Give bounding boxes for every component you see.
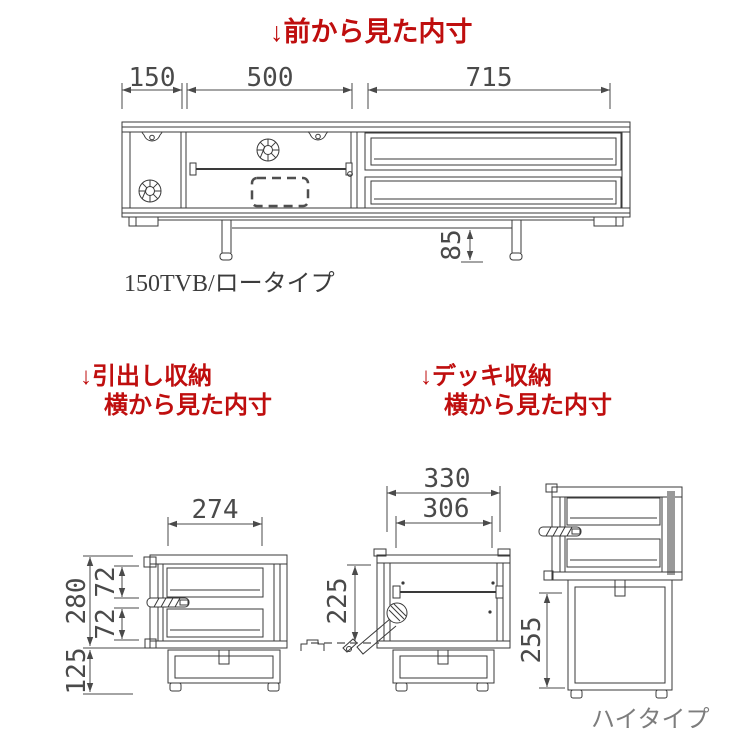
dim-150: 150 <box>129 63 176 93</box>
drawer-box-bottom <box>566 538 661 568</box>
deck-rod <box>392 581 504 614</box>
dim-225: 225 <box>323 578 353 625</box>
vent-fan-icon <box>138 179 162 203</box>
drawer-leg-base <box>167 649 281 692</box>
drawer-view-heading-line2: 横から見た内寸 <box>104 392 272 420</box>
drawer-box-top <box>566 497 661 526</box>
drawer-cabinet <box>143 554 325 651</box>
dim-125: 125 <box>62 648 92 695</box>
front-view-legs: 85 <box>128 216 624 263</box>
high-cabinet <box>538 483 683 581</box>
cable-clip-icon <box>307 131 329 141</box>
deck-side-view-drawing: 330 306 225 <box>311 464 511 692</box>
cord-hole-outline <box>250 176 310 208</box>
high-leg-base <box>567 579 673 699</box>
dim-500: 500 <box>247 63 294 93</box>
cable-clip-icon <box>141 132 163 142</box>
front-view-cabinet <box>121 121 631 218</box>
wall-bracket <box>300 639 325 651</box>
drawer-box-bottom <box>166 608 264 638</box>
open-shelf-bottom <box>364 176 622 209</box>
dim-72-lower: 72 <box>91 608 121 639</box>
deck-view-heading-line1: ↓デッキ収納 <box>420 363 552 390</box>
dim-255: 255 <box>517 617 547 664</box>
high-type-caption: ハイタイプ <box>591 707 710 733</box>
drawer-view-heading-line1: ↓引出し収納 <box>80 363 212 390</box>
high-dimensions: 255 <box>517 592 565 689</box>
back-panel-section <box>667 491 675 575</box>
open-shelf-top <box>364 132 622 171</box>
drawer-side-view-drawing: 274 280 125 72 72 <box>62 495 325 695</box>
dim-280: 280 <box>62 578 92 625</box>
dim-274: 274 <box>192 495 239 525</box>
dim-715: 715 <box>466 63 513 93</box>
drawer-box-top <box>166 567 264 598</box>
deck-cabinet <box>311 548 511 655</box>
deck-leg-base <box>392 649 495 692</box>
hanging-rod <box>189 162 353 177</box>
handle-icon <box>538 526 582 537</box>
handle-icon <box>146 597 190 608</box>
deck-view-heading: ↓デッキ収納横から見た内寸 <box>420 362 612 421</box>
high-type-drawing: 255 <box>517 483 683 699</box>
front-view-heading: ↓前から見た内寸 <box>270 17 473 47</box>
dim-72-upper: 72 <box>91 566 121 597</box>
dim-330: 330 <box>424 464 471 494</box>
drawer-view-heading: ↓引出し収納横から見た内寸 <box>80 362 272 421</box>
front-view-drawing: 150 500 715 <box>121 63 631 263</box>
vent-fan-icon <box>256 138 280 162</box>
dim-306: 306 <box>423 494 470 524</box>
deck-dimensions: 330 306 225 <box>323 464 501 641</box>
deck-view-heading-line2: 横から見た内寸 <box>444 392 612 420</box>
low-type-caption: 150TVB/ロータイプ <box>124 271 335 297</box>
flap-door-open <box>342 602 408 655</box>
front-view-dimensions: 150 500 715 <box>121 63 611 109</box>
dim-85: 85 <box>437 229 467 260</box>
drawer-dimensions: 274 280 125 72 72 <box>62 495 263 695</box>
